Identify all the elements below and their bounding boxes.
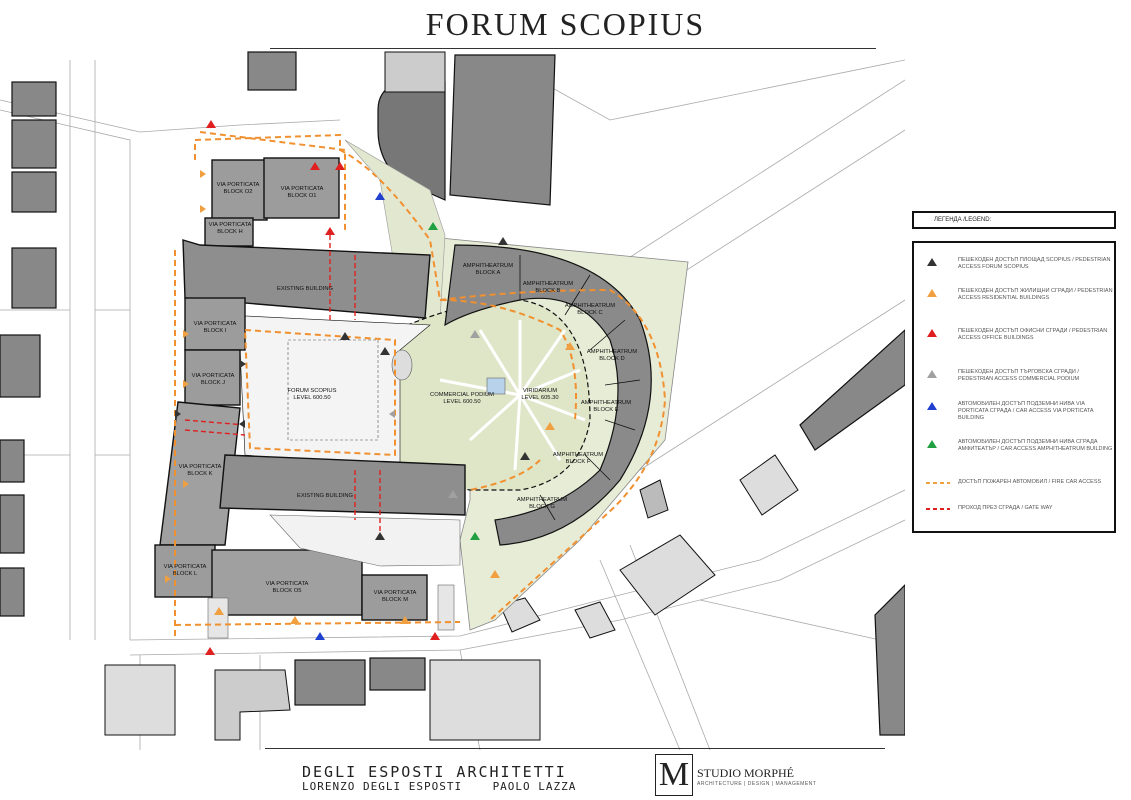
forum-fountain xyxy=(391,349,413,381)
red-dash-icon xyxy=(926,508,950,510)
surrounding-buildings xyxy=(0,51,905,736)
viridarium-paths xyxy=(439,320,586,471)
studio-logo: M xyxy=(655,754,693,796)
viridarium-pool xyxy=(486,377,506,395)
legend-header: ЛЕГЕНДА /LEGEND: xyxy=(912,211,1116,229)
architect-team: LORENZO DEGLI ESPOSTI PAOLO LAZZA xyxy=(302,780,577,793)
legend-body: ПЕШЕХОДЕН ДОСТЪП ПЛОЩАД SCOPIUS / PEDEST… xyxy=(912,241,1116,533)
gate-way-routes xyxy=(184,235,381,540)
dark-triangle-icon xyxy=(927,258,937,266)
studio-tagline: ARCHITECTURE | DESIGN | MANAGEMENT xyxy=(697,781,817,787)
label-existing-north: EXISTING BUILDING xyxy=(277,286,334,292)
blue-triangle-icon xyxy=(927,402,937,410)
project-blocks xyxy=(154,157,466,621)
studio-name: STUDIO MORPHÉ xyxy=(697,766,795,780)
access-markers xyxy=(165,120,575,655)
courtyards xyxy=(207,514,461,639)
green-triangle-icon xyxy=(927,440,937,448)
footer-rule xyxy=(265,748,885,749)
architect-name: DEGLI ESPOSTI ARCHITETTI xyxy=(302,763,567,781)
legend: ЛЕГЕНДА /LEGEND: ПЕШЕХОДЕН ДОСТЪП ПЛОЩАД… xyxy=(912,211,1116,533)
page-title: FORUM SCOPIUS xyxy=(425,6,706,42)
grey-triangle-icon xyxy=(927,370,937,378)
title-rule xyxy=(270,48,876,49)
label-existing-south: EXISTING BUILDING xyxy=(297,493,354,499)
orange-triangle-icon xyxy=(927,289,937,297)
amphitheatrum-building xyxy=(444,244,652,546)
surrounding-light-buildings xyxy=(104,51,799,741)
orange-dash-icon xyxy=(926,482,950,484)
forum-inner-plaza xyxy=(287,339,379,441)
red-triangle-icon xyxy=(927,329,937,337)
